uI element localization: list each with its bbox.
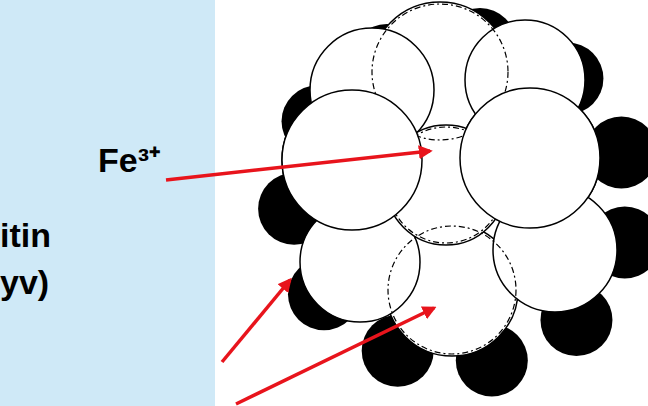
leader-line <box>222 280 290 362</box>
protein-shell <box>258 2 648 396</box>
side-panel <box>0 0 215 406</box>
part-label: yv) <box>0 265 49 299</box>
leader-line <box>236 308 434 404</box>
shell-subunit <box>460 88 600 228</box>
leader-line <box>166 151 430 180</box>
shell-subunit <box>460 88 600 228</box>
part-label: itin <box>0 218 51 252</box>
ion-label: Fe³⁺ <box>98 143 160 177</box>
hidden-outline <box>388 226 516 354</box>
